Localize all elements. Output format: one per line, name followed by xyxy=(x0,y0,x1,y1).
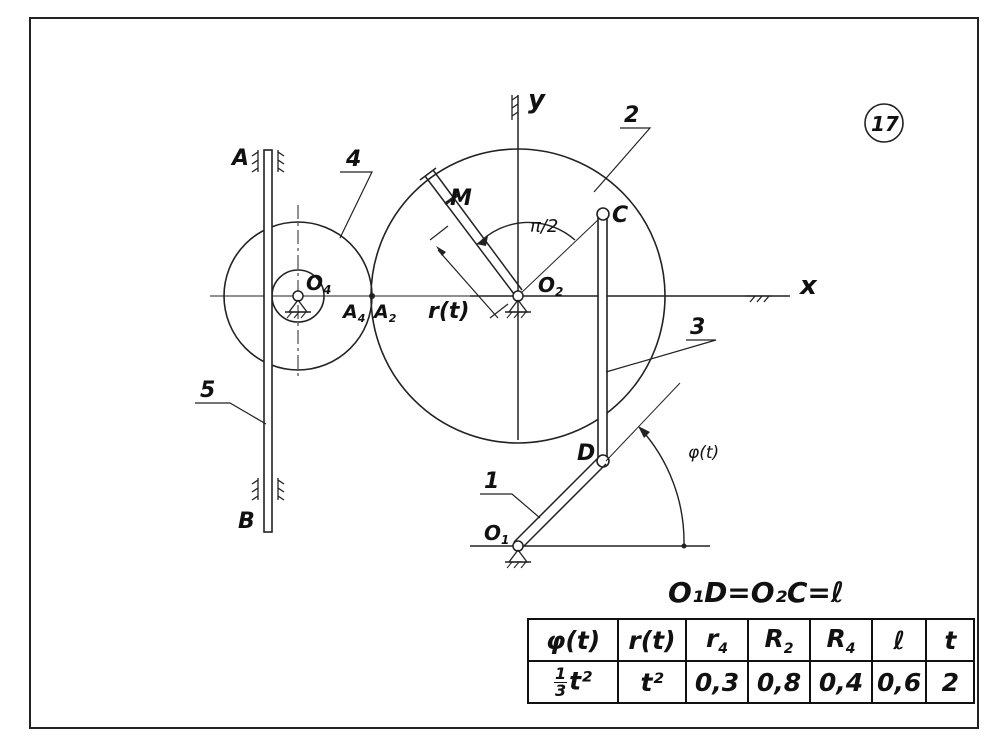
r-dimension-arrow xyxy=(436,246,446,256)
point-B-label: B xyxy=(238,509,255,534)
rack-guide-top xyxy=(251,150,285,173)
leader-lines xyxy=(195,127,717,519)
axis-y-label: y xyxy=(528,85,546,115)
point-A-label: A xyxy=(230,146,249,171)
variant-circle xyxy=(864,103,904,143)
drawing-frame xyxy=(29,17,979,729)
link-4-label: 4 xyxy=(345,147,361,172)
header-phi: φ(t) xyxy=(527,618,619,662)
point-D-label: D xyxy=(577,441,595,466)
header-t: t xyxy=(925,618,976,662)
half-pi-label: π/2 xyxy=(530,216,558,237)
link-1 xyxy=(513,457,607,549)
point-C-label: C xyxy=(612,203,628,228)
point-A4-label: A4 xyxy=(341,301,365,325)
value-R4: 0,4 xyxy=(809,660,873,704)
contact-point xyxy=(369,293,375,299)
variant-number: 17 xyxy=(871,112,899,136)
value-t: 2 xyxy=(925,660,976,704)
link-3 xyxy=(597,215,608,461)
slotted-rod xyxy=(419,167,523,295)
rack-guide-bottom xyxy=(251,478,285,501)
joint-C xyxy=(596,207,610,221)
header-r: r(t) xyxy=(617,618,687,662)
header-R4: R4 xyxy=(809,618,873,662)
axis-x-label: x xyxy=(798,271,818,301)
value-R2: 0,8 xyxy=(747,660,811,704)
x-axis-support-hatch xyxy=(745,295,772,303)
header-R2: R2 xyxy=(747,618,811,662)
link-1-extension xyxy=(605,382,681,462)
point-A2-label: A2 xyxy=(372,301,397,325)
value-l: 0,6 xyxy=(870,660,928,704)
header-l: ℓ xyxy=(870,618,928,662)
half-pi-arrow xyxy=(476,236,488,246)
value-r: t² xyxy=(617,660,687,704)
slider-M xyxy=(444,192,460,206)
joint-D xyxy=(596,454,610,468)
point-O1-label: O1 xyxy=(484,521,509,547)
condition-text: O₁D=O₂C=ℓ xyxy=(668,576,844,609)
o2-pivot-support xyxy=(505,290,531,319)
r-dimension xyxy=(429,225,509,319)
link-2-label: 2 xyxy=(624,103,639,128)
point-O2-label: O2 xyxy=(538,273,563,299)
header-r4: r4 xyxy=(685,618,749,662)
o4-pivot-support xyxy=(285,290,311,319)
link-3-label: 3 xyxy=(690,315,705,340)
phi-arc xyxy=(639,427,685,547)
point-M-label: M xyxy=(450,186,472,211)
y-axis-support-hatch xyxy=(511,95,519,120)
link-1-label: 1 xyxy=(484,469,499,494)
link-5-label: 5 xyxy=(200,378,215,403)
table-header-row: φ(t) r(t) r4 R2 R4 ℓ t xyxy=(527,618,976,662)
point-O4-label: O4 xyxy=(306,271,331,297)
phi-arrow-top xyxy=(638,426,650,438)
rack-5 xyxy=(263,149,273,533)
o2-c-line xyxy=(517,217,601,297)
value-r4: 0,3 xyxy=(685,660,749,704)
r-t-label: r(t) xyxy=(428,299,469,324)
half-pi-arc xyxy=(477,221,576,245)
phi-arc-end xyxy=(681,543,687,549)
o1-pivot-support xyxy=(505,540,531,569)
phi-t-label: φ(t) xyxy=(688,443,719,463)
